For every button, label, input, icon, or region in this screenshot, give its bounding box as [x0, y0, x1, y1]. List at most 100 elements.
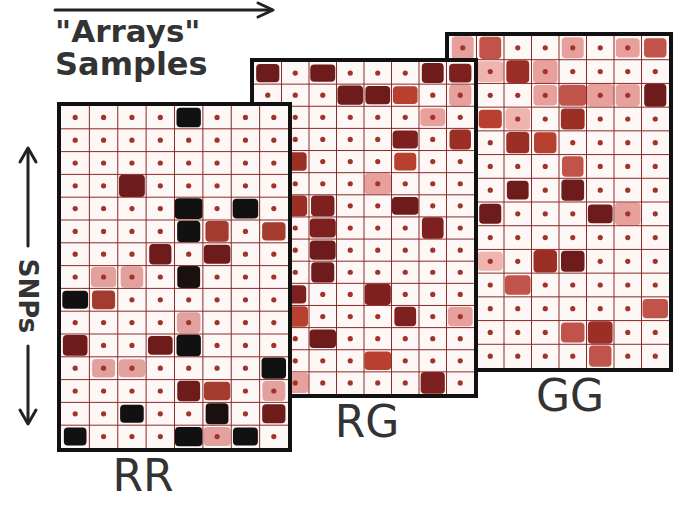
grid-line	[61, 174, 288, 175]
probe-dot	[598, 188, 603, 193]
probe-dot	[460, 330, 465, 335]
signal-spot	[364, 352, 391, 370]
probe-dot	[293, 336, 298, 341]
grid-line	[449, 83, 669, 84]
signal-spot	[421, 372, 445, 394]
probe-dot	[101, 434, 106, 439]
probe-dot	[543, 330, 548, 335]
probe-dot	[271, 434, 276, 439]
probe-dot	[265, 248, 270, 253]
arrow-head	[20, 410, 36, 424]
probe-dot	[543, 116, 548, 121]
grid-line	[254, 283, 474, 284]
probe-dot	[186, 366, 191, 371]
probe-dot	[214, 138, 219, 143]
probe-dot	[543, 354, 548, 359]
probe-dot	[375, 314, 380, 319]
grid-line	[174, 106, 175, 448]
probe-dot	[488, 306, 493, 311]
probe-dot	[653, 69, 658, 74]
signal-spot	[507, 181, 529, 200]
probe-dot	[158, 183, 163, 188]
probe-dot	[265, 336, 270, 341]
probe-dot	[625, 259, 630, 264]
signal-spot	[177, 381, 200, 402]
signal-spot	[233, 199, 259, 219]
probe-dot	[458, 203, 463, 208]
grid-line	[449, 225, 669, 226]
probe-dot	[265, 93, 270, 98]
probe-dot	[625, 164, 630, 169]
probe-dot	[488, 93, 493, 98]
grid-line	[254, 327, 474, 328]
probe-dot	[320, 93, 325, 98]
probe-dot	[129, 343, 134, 348]
signal-spot	[91, 267, 116, 287]
signal-spot	[451, 345, 475, 367]
signal-spot	[534, 250, 557, 272]
signal-spot	[177, 266, 200, 288]
probe-dot	[101, 274, 106, 279]
probe-dot	[515, 116, 520, 121]
probe-dot	[488, 164, 493, 169]
grid-line	[61, 356, 288, 357]
probe-dot	[158, 160, 163, 165]
probe-dot	[101, 183, 106, 188]
probe-dot	[625, 330, 630, 335]
probe-dot	[186, 138, 191, 143]
probe-dot	[653, 116, 658, 121]
grid-line	[449, 273, 669, 274]
grid-line	[254, 305, 474, 306]
signal-spot	[311, 196, 334, 217]
probe-dot	[598, 235, 603, 240]
probe-dot	[293, 248, 298, 253]
signal-spot	[175, 427, 202, 446]
probe-dot	[158, 366, 163, 371]
probe-dot	[515, 164, 520, 169]
probe-dot	[570, 211, 575, 216]
probe-dot	[348, 70, 353, 75]
probe-dot	[570, 235, 575, 240]
signal-spot	[392, 197, 419, 215]
probe-dot	[348, 336, 353, 341]
probe-dot	[653, 140, 658, 145]
probe-dot	[73, 252, 78, 257]
signal-spot	[587, 84, 614, 107]
probe-dot	[460, 164, 465, 169]
signal-spot	[176, 108, 200, 128]
array-grid	[57, 102, 292, 452]
signal-spot	[394, 153, 416, 171]
axis-label: "Arrays"	[55, 16, 201, 47]
probe-dot	[460, 93, 465, 98]
probe-dot	[570, 69, 575, 74]
grid-line	[449, 320, 669, 321]
probe-dot	[101, 229, 106, 234]
signal-spot	[479, 204, 501, 224]
signal-spot	[284, 152, 307, 170]
probe-dot	[430, 314, 435, 319]
probe-dot	[186, 297, 191, 302]
axis-label-vertical: SNPs	[15, 259, 41, 334]
probe-dot	[271, 115, 276, 120]
probe-dot	[403, 270, 408, 275]
array-panel: GG	[445, 32, 673, 420]
probe-dot	[320, 137, 325, 142]
probe-dot	[403, 225, 408, 230]
grid-line	[449, 130, 669, 131]
grid-line	[309, 62, 310, 394]
signal-spot	[533, 85, 557, 105]
probe-dot	[186, 411, 191, 416]
genotype-label: RR	[112, 454, 173, 498]
probe-dot	[158, 115, 163, 120]
grid-line	[61, 265, 288, 266]
probe-dot	[293, 358, 298, 363]
probe-dot	[101, 160, 106, 165]
probe-dot	[129, 206, 134, 211]
probe-dot	[598, 282, 603, 287]
probe-dot	[243, 229, 248, 234]
probe-dot	[73, 183, 78, 188]
signal-spot	[452, 36, 474, 59]
probe-dot	[129, 160, 134, 165]
signal-spot	[262, 358, 286, 379]
probe-dot	[458, 93, 463, 98]
